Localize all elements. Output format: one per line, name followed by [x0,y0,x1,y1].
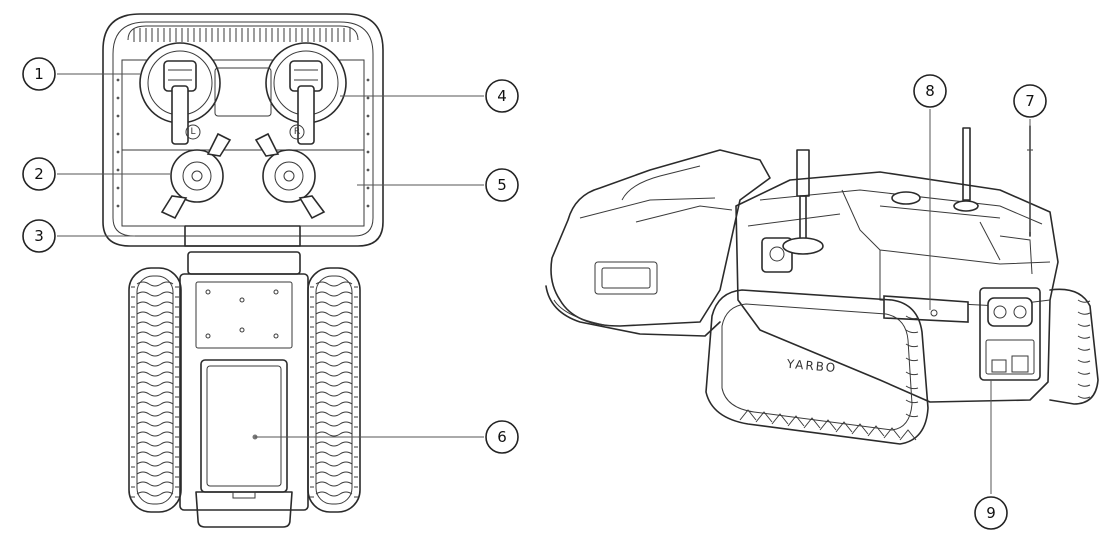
svg-text:6: 6 [497,428,507,446]
perspective-left-track: YARBO [705,289,929,445]
callout-7: 7 [1013,84,1047,118]
front-left-wheel [139,42,221,145]
perspective-main-body [735,125,1059,403]
left-track [128,267,182,513]
svg-text:8: 8 [925,82,935,100]
svg-text:9: 9 [986,504,996,522]
svg-text:5: 5 [497,176,507,194]
callout-2: 2 [22,157,56,191]
svg-text:3: 3 [34,227,44,245]
underside-view: L R [102,13,384,528]
deck-grille [127,25,359,42]
right-blade-disc [254,132,326,220]
callout-5: 5 [485,168,519,202]
right-track [307,267,361,513]
mower-deck-shell [102,13,384,247]
tracked-base [179,251,309,528]
svg-text:2: 2 [34,165,44,183]
right-cutter-marker: R [289,124,305,140]
left-cutter-marker: L [185,124,201,140]
svg-text:R: R [294,127,300,137]
front-right-wheel [265,42,347,145]
svg-text:1: 1 [34,65,44,83]
svg-text:L: L [190,127,195,137]
svg-text:7: 7 [1025,92,1035,110]
brand-label: YARBO [785,357,837,375]
callout-8: 8 [913,74,947,108]
perspective-mower-deck [545,149,771,337]
perspective-view: YARBO [545,125,1099,445]
callout-3: 3 [22,219,56,253]
callout-1: 1 [22,57,56,91]
callout-9: 9 [974,496,1008,530]
svg-text:4: 4 [497,87,507,105]
deck-rivets [116,78,370,208]
callout-4: 4 [485,79,519,113]
left-blade-disc [160,132,232,220]
callout-6: 6 [485,420,519,454]
leader-lines [57,73,1031,494]
